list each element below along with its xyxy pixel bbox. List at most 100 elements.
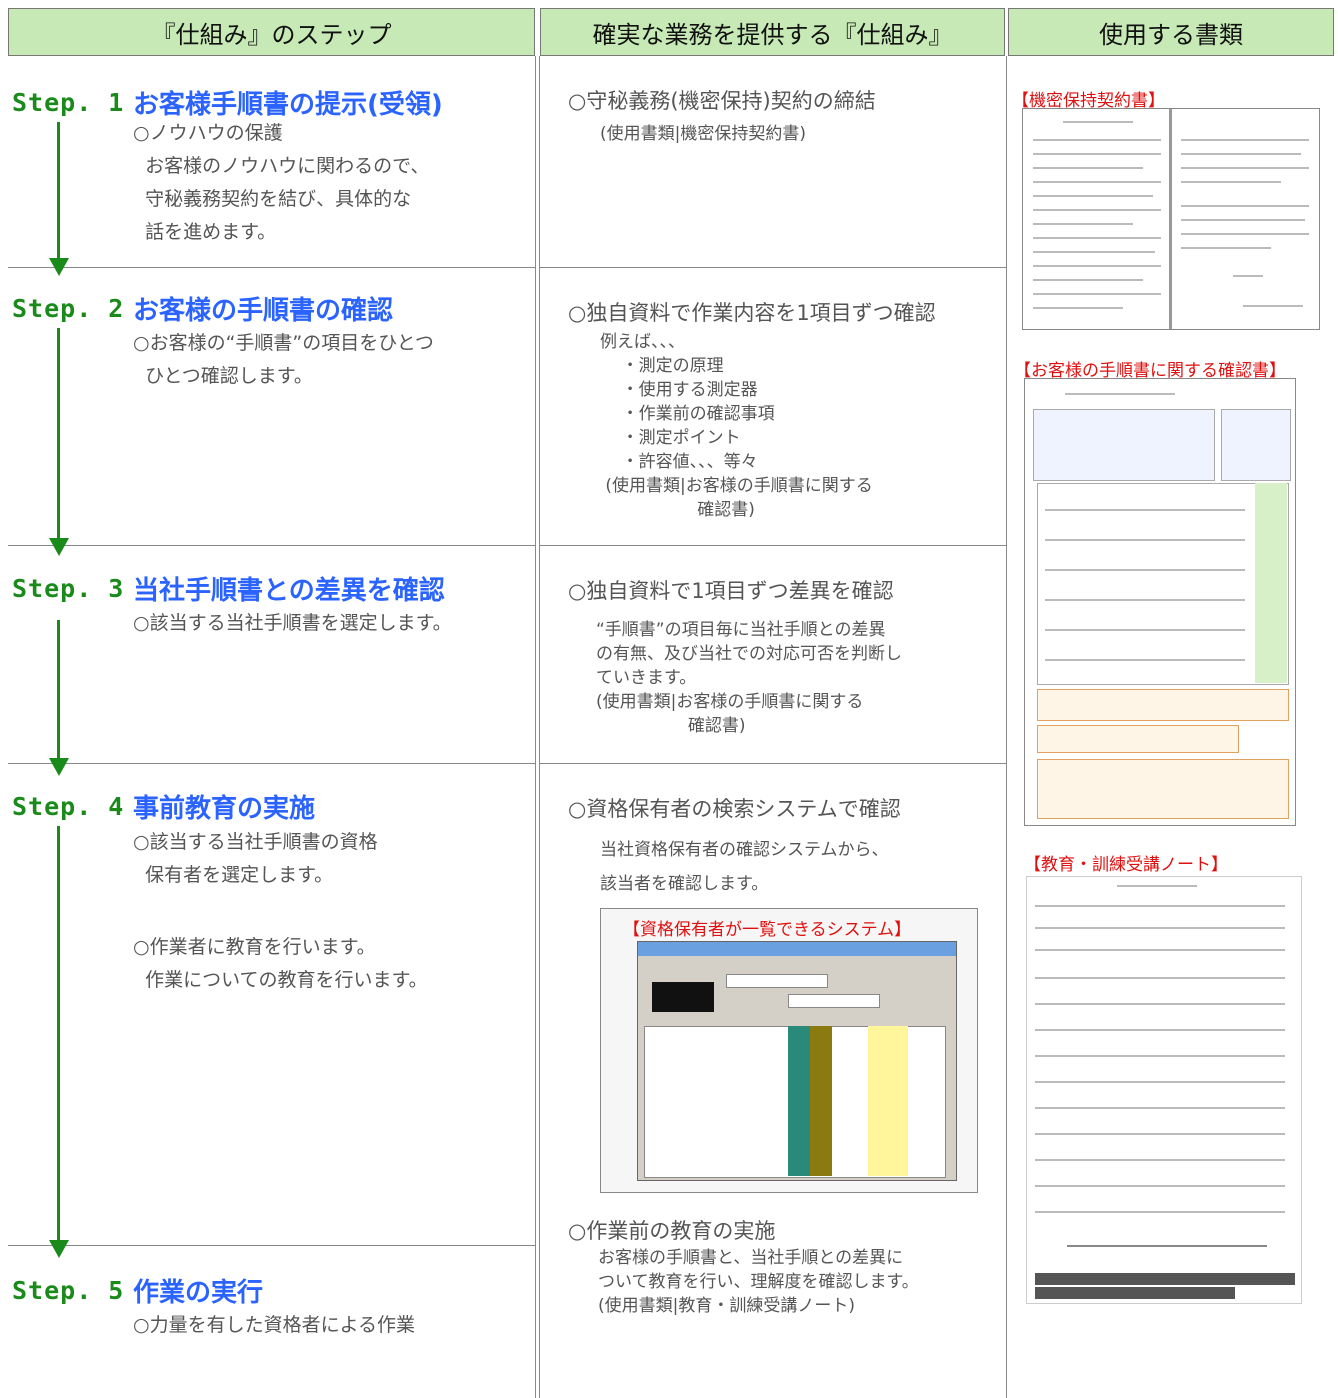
arrow-head-icon <box>49 538 69 556</box>
mechanism-main: ○独自資料で作業内容を1項目ずつ確認 <box>568 301 936 325</box>
text-line <box>1033 153 1161 155</box>
step-description: ○ノウハウの保護 お客様のノウハウに関わるので、 守秘義務契約を結び、具体的な … <box>133 122 430 243</box>
text-line <box>1181 167 1309 169</box>
step-title: 事前教育の実施 <box>133 794 316 824</box>
text-line <box>1045 539 1245 541</box>
document-title: 【教育・訓練受講ノート】 <box>1024 855 1228 875</box>
mechanism-sub: “手順書”の項目毎に当社手順との差異 の有無、及び当社での対応可否を判断し てい… <box>596 620 902 736</box>
text-line <box>1035 1055 1285 1057</box>
text-line <box>1035 1185 1285 1187</box>
form-col-green <box>1255 483 1287 683</box>
step-title: 当社手順書との差異を確認 <box>133 576 445 606</box>
arrow-head-icon <box>49 758 69 776</box>
form-block <box>1037 725 1239 753</box>
text-line <box>1035 1029 1285 1031</box>
redacted-block <box>1035 1287 1235 1299</box>
column-divider <box>1006 56 1007 1398</box>
step-title: お客様の手順書の確認 <box>133 296 394 326</box>
step-label: Step. 1 <box>12 88 125 117</box>
step-description: ○作業者に教育を行います。 作業についての教育を行います。 <box>133 936 428 991</box>
text-line <box>1181 233 1309 235</box>
redacted-block <box>1035 1273 1295 1285</box>
header-documents: 使用する書類 <box>1008 8 1334 56</box>
text-line <box>1065 393 1175 395</box>
text-line <box>1033 307 1123 309</box>
text-line <box>1181 153 1301 155</box>
mechanism-main: ○独自資料で1項目ずつ差異を確認 <box>568 579 894 603</box>
text-line <box>1181 139 1309 141</box>
text-line <box>1033 293 1161 295</box>
form-block <box>1037 483 1289 685</box>
text-line <box>1035 977 1285 979</box>
system-col-teal <box>788 1026 810 1176</box>
text-line <box>1033 251 1155 253</box>
step-label: Step. 5 <box>12 1276 125 1305</box>
step-label: Step. 3 <box>12 574 125 603</box>
mechanism-main: ○作業前の教育の実施 <box>568 1219 776 1243</box>
text-line <box>1035 905 1285 907</box>
text-line <box>1035 1081 1285 1083</box>
row-divider <box>540 545 1006 546</box>
system-field <box>726 974 828 988</box>
arrow-head-icon <box>49 1240 69 1258</box>
system-title: 【資格保有者が一覧できるシステム】 <box>623 920 912 940</box>
text-line <box>1035 927 1285 929</box>
scale-line <box>1067 1245 1267 1247</box>
text-line <box>1035 949 1285 951</box>
system-col-olive <box>810 1026 832 1176</box>
mechanism-main: ○資格保有者の検索システムで確認 <box>568 797 901 821</box>
system-field <box>788 994 880 1008</box>
step-title: 作業の実行 <box>133 1278 264 1308</box>
text-line <box>1035 1107 1285 1109</box>
mechanism-sub: 例えば、、、 ・測定の原理 ・使用する測定器 ・作業前の確認事項 ・測定ポイント… <box>600 332 873 520</box>
form-block <box>1037 759 1289 819</box>
flow-arrow <box>57 328 60 542</box>
document-title: 【お客様の手順書に関する確認書】 <box>1014 361 1286 381</box>
text-line <box>1117 885 1197 887</box>
row-divider <box>8 763 535 764</box>
mechanism-sub: (使用書類|機密保持契約書) <box>600 124 806 144</box>
document-thumbnail <box>1022 108 1320 330</box>
step-label: Step. 2 <box>12 294 125 323</box>
row-divider <box>8 545 535 546</box>
document-title: 【機密保持契約書】 <box>1012 91 1165 111</box>
text-line <box>1033 167 1143 169</box>
system-titlebar <box>638 942 956 956</box>
text-line <box>1033 181 1161 183</box>
document-thumbnail <box>1026 876 1302 1304</box>
text-line <box>1243 305 1303 307</box>
system-screenshot: 【資格保有者が一覧できるシステム】 <box>600 908 978 1193</box>
system-col-yellow <box>868 1026 908 1176</box>
form-block <box>1037 689 1289 721</box>
flow-arrow <box>57 122 60 262</box>
step-description: ○該当する当社手順書の資格 保有者を選定します。 <box>133 831 378 886</box>
mechanism-main: ○守秘義務(機密保持)契約の締結 <box>568 89 876 113</box>
text-line <box>1033 223 1133 225</box>
text-line <box>1045 629 1245 631</box>
text-line <box>1035 1211 1285 1213</box>
text-line <box>1033 265 1161 267</box>
header-mechanism: 確実な業務を提供する『仕組み』 <box>540 8 1005 56</box>
system-window <box>637 941 957 1181</box>
step-description: ○お客様の“手順書”の項目をひとつ ひとつ確認します。 <box>133 332 434 387</box>
text-line <box>1045 569 1245 571</box>
text-line <box>1181 247 1271 249</box>
text-line <box>1181 205 1309 207</box>
text-line <box>1033 139 1161 141</box>
text-line <box>1035 1003 1285 1005</box>
column-divider <box>535 56 536 1398</box>
column-divider <box>539 56 540 1398</box>
step-description: ○力量を有した資格者による作業 <box>133 1314 416 1336</box>
system-listbox <box>652 982 714 1012</box>
row-divider <box>8 1245 535 1246</box>
text-line <box>1033 237 1161 239</box>
text-line <box>1063 121 1133 123</box>
row-divider <box>540 763 1006 764</box>
document-thumbnail <box>1024 378 1296 826</box>
step-label: Step. 4 <box>12 792 125 821</box>
page-gutter <box>1169 109 1172 329</box>
text-line <box>1181 219 1305 221</box>
arrow-head-icon <box>49 258 69 276</box>
row-divider <box>8 267 535 268</box>
text-line <box>1045 599 1245 601</box>
